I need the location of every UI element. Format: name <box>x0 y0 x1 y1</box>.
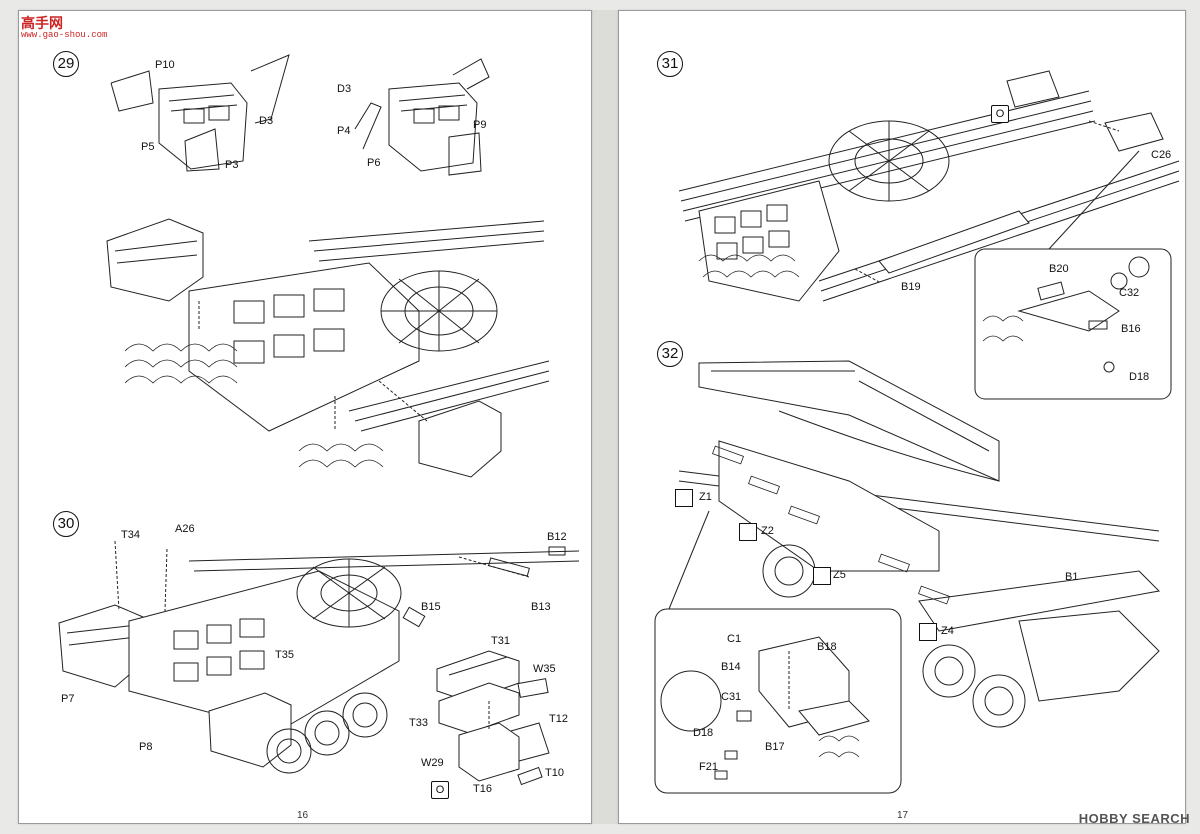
part-label: T35 <box>275 649 294 661</box>
instruction-page-right: 31 32 C26 B19 B20 C32 B16 D18 O Z1 Z2 Z5… <box>618 10 1186 824</box>
glue-tool-icon <box>919 623 937 641</box>
part-label: C31 <box>721 691 742 703</box>
page-number: 16 <box>297 810 309 821</box>
step-number-32: 32 <box>657 341 683 367</box>
part-label: D18 <box>1129 371 1150 383</box>
part-label: P6 <box>367 157 381 169</box>
part-label: C1 <box>727 633 742 645</box>
part-label: P10 <box>155 59 175 71</box>
right-page-illustration <box>654 70 1180 794</box>
part-label: W29 <box>421 757 444 769</box>
part-label: Z1 <box>699 491 712 503</box>
part-label: B14 <box>721 661 741 673</box>
part-label: T10 <box>545 767 564 779</box>
part-label: D3 <box>337 83 352 95</box>
part-label: T16 <box>473 783 492 795</box>
part-label: P3 <box>225 159 239 171</box>
step32-hull <box>668 360 1161 728</box>
part-label: B12 <box>547 531 567 543</box>
part-label: T12 <box>549 713 568 725</box>
part-label: B1 <box>1065 571 1079 583</box>
part-label: B16 <box>1121 323 1141 335</box>
page-number: 17 <box>897 810 909 821</box>
step-number-29: 29 <box>53 51 79 77</box>
step30-exploded-parts <box>436 650 550 786</box>
part-label: P7 <box>61 693 75 705</box>
step31-detail-inset <box>974 150 1172 400</box>
step31-hull <box>678 70 1180 302</box>
brand-watermark: HOBBY SEARCH <box>1078 811 1190 826</box>
part-label: C26 <box>1151 149 1172 161</box>
part-label: D18 <box>693 727 714 739</box>
step30-hull <box>58 540 580 774</box>
step32-detail-inset <box>654 608 902 794</box>
part-label: P5 <box>141 141 155 153</box>
part-label: C32 <box>1119 287 1140 299</box>
part-label: T33 <box>409 717 428 729</box>
option-marker: O <box>991 105 1009 123</box>
part-label: P8 <box>139 741 153 753</box>
part-label: T31 <box>491 635 510 647</box>
part-label: A26 <box>175 523 195 535</box>
part-label: B17 <box>765 741 785 753</box>
part-label: F21 <box>699 761 718 773</box>
watermark-logo: 高手网 <box>21 15 63 31</box>
left-page-illustration <box>58 54 580 786</box>
glue-tool-icon <box>739 523 757 541</box>
part-label: P4 <box>337 125 351 137</box>
part-label: T34 <box>121 529 140 541</box>
part-label: Z4 <box>941 625 954 637</box>
step-number-31: 31 <box>657 51 683 77</box>
step-number-30: 30 <box>53 511 79 537</box>
step29-subassembly-b <box>354 58 490 176</box>
part-label: Z5 <box>833 569 846 581</box>
part-label: B18 <box>817 641 837 653</box>
step29-hull <box>106 218 550 478</box>
part-label: B19 <box>901 281 921 293</box>
part-label: W35 <box>533 663 556 675</box>
part-label: B20 <box>1049 263 1069 275</box>
part-label: D3 <box>259 115 274 127</box>
part-label: B13 <box>531 601 551 613</box>
instruction-page-left: 高手网 www.gao-shou.com <box>18 10 592 824</box>
watermark-url: www.gao-shou.com <box>21 30 108 40</box>
glue-tool-icon <box>675 489 693 507</box>
option-marker: O <box>431 781 449 799</box>
part-label: Z2 <box>761 525 774 537</box>
glue-tool-icon <box>813 567 831 585</box>
part-label: B15 <box>421 601 441 613</box>
step29-subassembly-a <box>110 54 290 172</box>
binding-gutter <box>590 10 618 824</box>
part-label: P9 <box>473 119 487 131</box>
